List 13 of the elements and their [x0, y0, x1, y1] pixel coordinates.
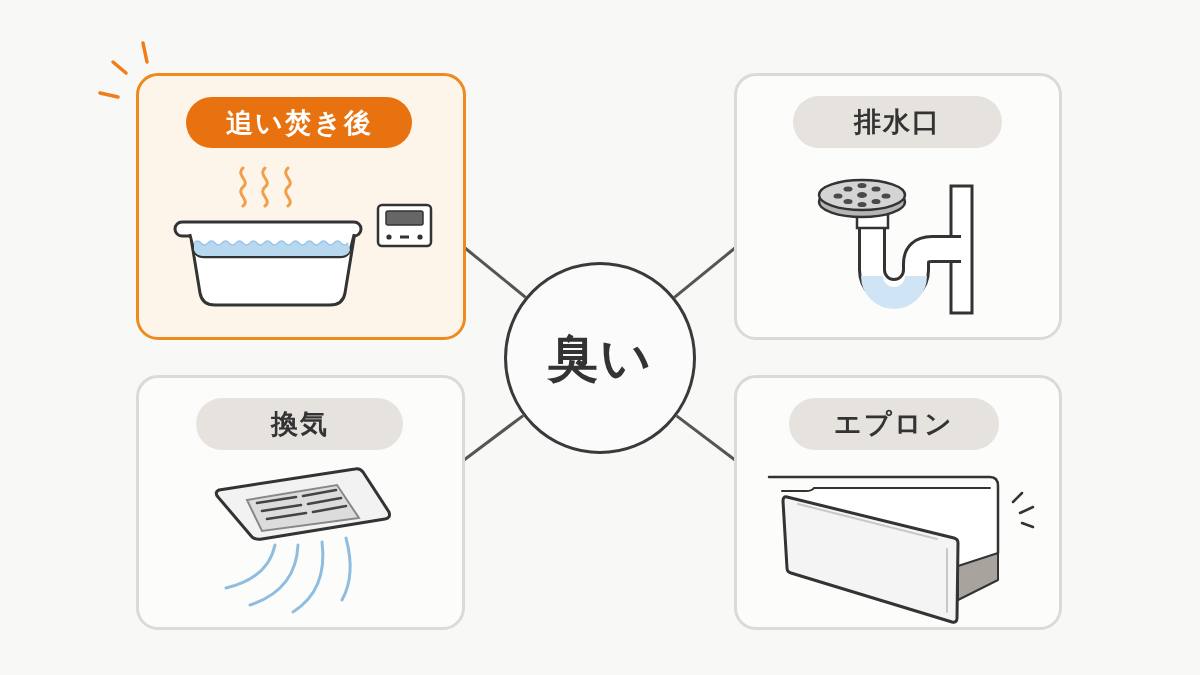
center-label: 臭い: [546, 327, 654, 389]
connector-line: [464, 246, 527, 299]
category-card: [136, 375, 465, 630]
heading-pill: 換気: [196, 398, 403, 450]
connector-line: [463, 414, 525, 462]
connector-line: [675, 414, 736, 462]
heading-pill: 排水口: [793, 96, 1002, 148]
category-card: [734, 375, 1062, 630]
heading-pill: エプロン: [789, 398, 999, 450]
connector-line: [673, 246, 736, 299]
category-card: [136, 73, 466, 340]
heading-pill: 追い焚き後: [186, 97, 412, 148]
category-card: [734, 73, 1062, 340]
